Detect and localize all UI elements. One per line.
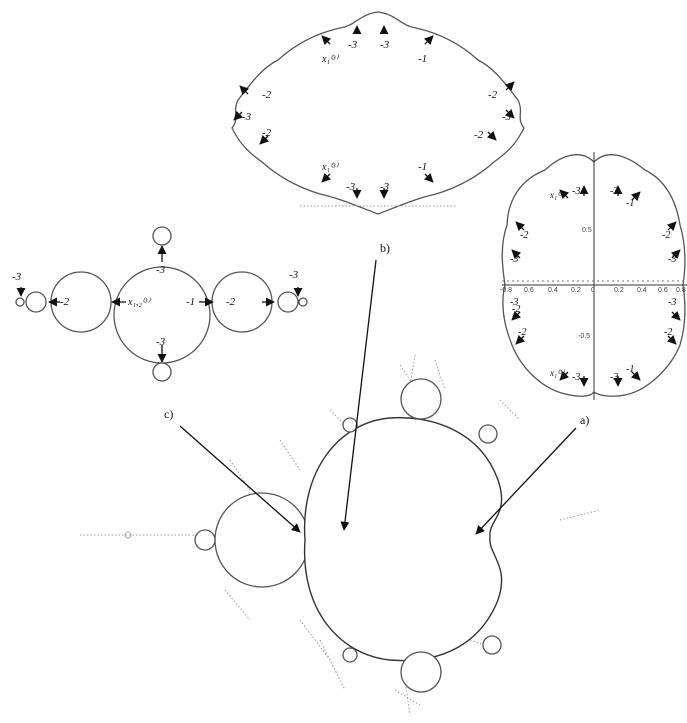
panel-a-x-tick: 0.4: [637, 287, 647, 294]
panel-c-tip-right: [299, 298, 307, 306]
panel-a-x-tick: 0.2: [571, 287, 581, 294]
panel-a-label: x₁⁽³⁾: [549, 190, 565, 200]
panel-a-label: -2: [662, 230, 670, 241]
panel-a-y-tick: 0.5: [582, 227, 592, 234]
panel-c-bottom-bulb: [153, 363, 171, 381]
panel-b-label: x₁⁽³⁾: [321, 54, 339, 65]
mandelbrot-set: [80, 355, 600, 715]
panel-c-label: -3: [12, 271, 22, 283]
panel-a-x-tick: 0.6: [658, 287, 668, 294]
panel-label-a: a): [580, 413, 589, 427]
upper-left-bulb: [343, 418, 357, 432]
panel-label-b: b): [380, 241, 390, 255]
panel-b-label: x₁⁽³⁾: [321, 162, 339, 173]
panel-b-label: -1: [418, 161, 427, 173]
panel-a-label: -3: [610, 186, 618, 197]
panel-c-far-right-bulb: [278, 292, 298, 312]
panel-a-x-tick: 0: [591, 287, 595, 294]
panel-a: -0.8 0.6 0.4 0.2 0 0.2 0.4 0.6 0.8 0.5 -…: [500, 152, 687, 400]
panel-c-far-left-bulb: [26, 292, 46, 312]
panel-c-label: -3: [156, 336, 166, 348]
panel-a-label: -3: [510, 297, 518, 308]
panel-b-label: -3: [348, 39, 358, 51]
panel-c-tip-left: [16, 298, 24, 306]
panel-b-label: -2: [488, 89, 498, 101]
panel-b-label: -2: [474, 129, 484, 141]
panel-b-label: -2: [262, 89, 272, 101]
panel-a-label: -2: [520, 230, 528, 241]
period-2-bulb: [215, 493, 309, 587]
panel-a-x-tick: 0.8: [676, 287, 686, 294]
panel-a-label: -3: [572, 186, 580, 197]
panel-a-y-tick: -0.5: [578, 333, 590, 340]
upper-right-bulb: [479, 425, 497, 443]
panel-c: -3 -2 x₁,₂⁽³⁾ -3 -1 -3 -2 -3: [12, 227, 307, 381]
panel-a-x-tick: 0.4: [548, 287, 558, 294]
panel-a-x-tick: 0.6: [524, 287, 534, 294]
panel-a-label: -2: [518, 327, 526, 338]
panel-b: x₁⁽³⁾ -3 -3 -1 -2 -3 -2 -2 -3 -2 x₁⁽³⁾ -…: [232, 12, 524, 214]
panel-c-label: -1: [186, 296, 195, 308]
panel-a-x-tick: -0.8: [500, 287, 512, 294]
panel-c-label: -3: [156, 264, 166, 276]
panel-a-label: -3: [572, 372, 580, 383]
panel-a-label: -3: [510, 254, 518, 265]
main-cardioid: [305, 418, 502, 661]
panel-a-label: x₁⁽³⁾: [549, 368, 565, 378]
panel-a-label: -1: [626, 198, 634, 209]
top-bulb: [401, 379, 441, 419]
panel-a-label: -3: [668, 254, 676, 265]
panel-b-label: -2: [262, 127, 272, 139]
lower-right-bulb: [483, 636, 501, 654]
panel-b-label: -1: [418, 53, 427, 65]
panel-a-x-tick: 0.2: [614, 287, 624, 294]
lower-left-bulb: [343, 648, 357, 662]
panel-c-label: -3: [289, 269, 299, 281]
panel-a-label: -3: [668, 297, 676, 308]
panel-c-label: -2: [60, 296, 70, 308]
panel-a-label: -3: [610, 372, 618, 383]
small-bulb-left: [195, 530, 215, 550]
panel-b-label: -3: [502, 111, 512, 123]
panel-b-label: -3: [380, 181, 390, 193]
panel-b-label: -3: [380, 39, 390, 51]
panel-c-label: x₁,₂⁽³⁾: [127, 297, 151, 308]
panel-b-curve: [232, 12, 524, 214]
panel-label-c: c): [164, 407, 173, 421]
panel-a-label: -2: [664, 327, 672, 338]
bottom-bulb: [401, 652, 441, 692]
panel-b-label: -3: [346, 181, 356, 193]
panel-b-label: -3: [242, 111, 252, 123]
panel-a-label: -1: [626, 364, 634, 375]
panel-c-top-bulb: [153, 227, 171, 245]
panel-c-label: -2: [226, 296, 236, 308]
